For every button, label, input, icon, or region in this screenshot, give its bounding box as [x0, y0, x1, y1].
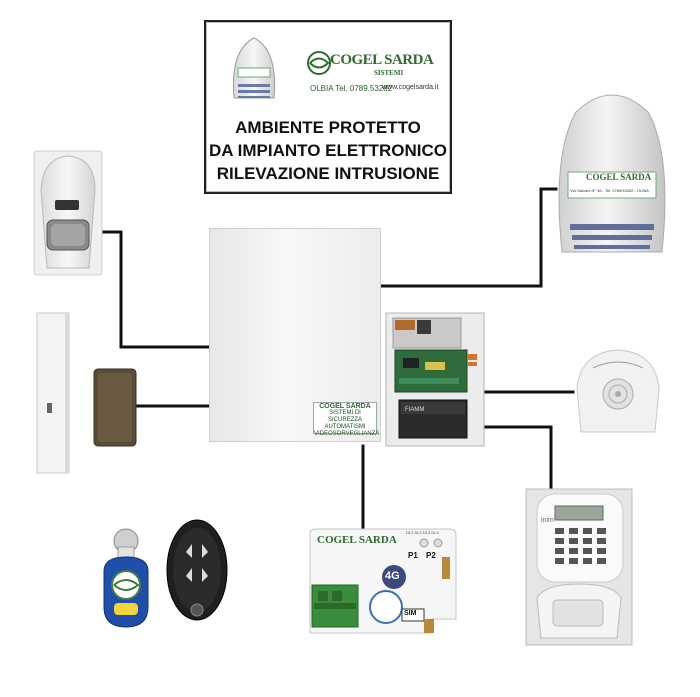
keypad-brand: inim [541, 517, 554, 524]
sim-slot [401, 608, 425, 622]
indoor-siren [576, 349, 660, 433]
siren-icon [232, 37, 276, 99]
antenna-connector [442, 557, 450, 579]
siren-label [567, 171, 657, 199]
remote-button-4-icon [202, 568, 208, 582]
sign-website: www.cogelsarda.it [382, 84, 439, 91]
brand-logo-icon [307, 51, 331, 75]
panel-label-line1: SISTEMI DI SICUREZZA [327, 410, 362, 423]
sign-headline-1: AMBIENTE PROTETTO [235, 118, 421, 137]
module-network-label: 4G [385, 570, 400, 582]
siren-label-address: Via Galvani N° 46 - Tel. 0789/53282 - OL… [570, 188, 649, 193]
panel-label: COGEL SARDA SISTEMI DI SICUREZZA AUTOMAT… [313, 402, 379, 437]
pir-detector [33, 150, 103, 276]
remote-button-2-icon [202, 544, 208, 558]
control-board: FIAMM [385, 312, 485, 447]
sign-headline-3: RILEVAZIONE INTRUSIONE [216, 164, 440, 183]
magnetic-contact-bronze [93, 368, 137, 447]
gsm-4g-module [309, 528, 457, 634]
remote-button-1-icon [186, 544, 192, 558]
sign-brand: COGEL SARDA [330, 52, 434, 68]
siren-label-brand: COGEL SARDA [586, 172, 652, 182]
wire-board-keypad [480, 425, 553, 490]
sign-brand-sub: SISTEMI [374, 69, 404, 77]
battery-brand: FIAMM [405, 407, 424, 413]
module-brand: COGEL SARDA [317, 534, 397, 546]
outdoor-siren [558, 94, 666, 253]
network-badge [382, 565, 406, 589]
rfid-keyfob [103, 528, 149, 628]
panel-label-line2: AUTOMATISMI [324, 424, 366, 430]
wire-panel-siren [378, 187, 558, 288]
remote-button-3-icon [186, 568, 192, 582]
warning-sign: COGEL SARDA SISTEMI OLBIA Tel. 0789.5328… [204, 20, 452, 194]
main-pcb [394, 349, 468, 393]
sign-headline-2: DA IMPIANTO ELETTRONICO [209, 141, 447, 160]
pir-led-window [55, 200, 79, 210]
keypad-display [554, 505, 604, 521]
panel-label-line3: VIDEOSORVEGLIANZA [314, 431, 380, 437]
magnetic-contact-white [36, 312, 70, 474]
panel-label-brand: COGEL SARDA [319, 403, 371, 410]
module-leds: DL1 DL2 DL3 DL4 [406, 530, 439, 535]
contact-led [47, 403, 52, 413]
module-p2-label: P2 [426, 551, 436, 560]
wire-pir-panel [101, 230, 216, 349]
sign-contact: OLBIA Tel. 0789.53282 [310, 84, 393, 93]
module-p1-label: P1 [408, 551, 418, 560]
module-sim-label: SIM [404, 610, 417, 617]
keypad: inim [525, 488, 633, 646]
keypad-buttons [555, 528, 606, 564]
module-seal-icon [369, 590, 403, 624]
remote-control [166, 519, 228, 621]
